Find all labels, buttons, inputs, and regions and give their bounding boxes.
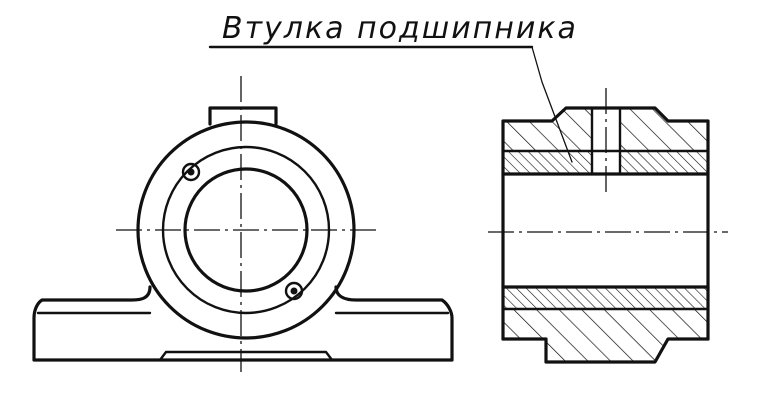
section-outline-top (501, 106, 710, 341)
housing-top-section (503, 108, 592, 151)
annotation: Втулка подшипника (208, 11, 578, 163)
housing-top-section-right (620, 108, 708, 151)
sleeve-bottom-section (503, 287, 708, 309)
sleeve-top-section-left (503, 151, 592, 174)
annotation-label: Втулка подшипника (222, 11, 578, 46)
base-plate-outline (32, 285, 454, 362)
screw-mark-upper-left (181, 162, 201, 182)
screw-mark-lower-right (284, 281, 304, 301)
base-bottom-recess (158, 350, 334, 362)
bore-circle (183, 167, 309, 293)
section-outline-bottom (501, 337, 710, 364)
sleeve-top-section-right (620, 151, 708, 174)
housing-bottom-section (503, 309, 708, 362)
top-boss (208, 106, 278, 126)
section-view (488, 88, 728, 364)
front-view (32, 76, 454, 372)
